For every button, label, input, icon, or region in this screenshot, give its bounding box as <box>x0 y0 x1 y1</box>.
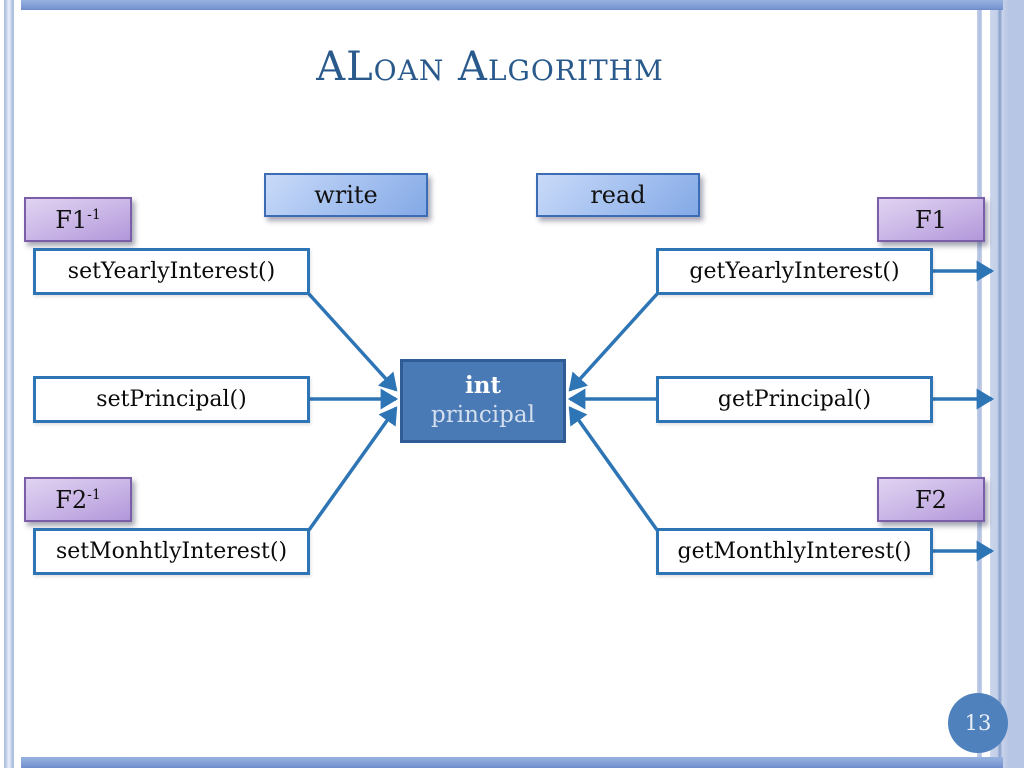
arrow-set-yearly-to-principal <box>307 292 398 392</box>
set-monthly-interest-label: setMonhtlyInterest() <box>55 539 288 564</box>
read-legend-label: read <box>590 181 646 209</box>
arrow-get-monthly-to-principal <box>568 406 659 532</box>
left-edge-stripe <box>4 0 14 768</box>
bottom-border-bar <box>21 757 1003 768</box>
write-legend-box: write <box>264 173 428 217</box>
set-principal-label: setPrincipal() <box>96 387 247 412</box>
set-yearly-interest-label: setYearlyInterest() <box>67 259 276 284</box>
read-legend-box: read <box>536 173 700 217</box>
f1-tag: F1 <box>877 197 985 242</box>
right-edge-thin-stripe <box>977 0 982 768</box>
variable-name: principal <box>431 402 535 428</box>
principal-variable-box: int principal <box>400 359 566 443</box>
right-edge-band <box>990 0 1024 768</box>
get-yearly-interest-box: getYearlyInterest() <box>656 248 933 295</box>
arrow-set-monthly-to-principal <box>307 406 398 532</box>
get-yearly-interest-label: getYearlyInterest() <box>689 259 900 284</box>
f2-inverse-tag: F2-1 <box>24 477 132 522</box>
page-number: 13 <box>964 711 992 735</box>
f2-inverse-label: F2-1 <box>55 485 101 514</box>
page-title: ALoan Algorithm <box>316 44 664 90</box>
set-yearly-interest-box: setYearlyInterest() <box>33 248 310 295</box>
get-monthly-interest-label: getMonthlyInterest() <box>677 539 912 564</box>
set-monthly-interest-box: setMonhtlyInterest() <box>33 528 310 575</box>
f1-inverse-tag: F1-1 <box>24 197 132 242</box>
arrow-get-yearly-to-principal <box>568 292 659 392</box>
page-number-badge: 13 <box>948 693 1008 753</box>
f2-label: F2 <box>915 485 947 514</box>
f1-inverse-label: F1-1 <box>55 205 101 234</box>
set-principal-box: setPrincipal() <box>33 376 310 423</box>
get-monthly-interest-box: getMonthlyInterest() <box>656 528 933 575</box>
f1-label: F1 <box>915 205 947 234</box>
write-legend-label: write <box>314 181 378 209</box>
variable-type: int <box>464 372 502 400</box>
get-principal-label: getPrincipal() <box>717 387 872 412</box>
top-border-bar <box>21 0 1003 10</box>
f2-tag: F2 <box>877 477 985 522</box>
get-principal-box: getPrincipal() <box>656 376 933 423</box>
